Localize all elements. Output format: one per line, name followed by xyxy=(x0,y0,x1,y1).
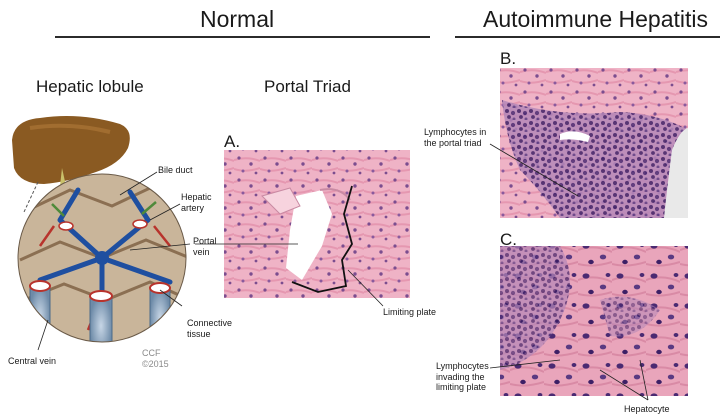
label-central-vein: Central vein xyxy=(8,356,57,366)
label-hepatocyte: Hepatocyte xyxy=(624,404,670,414)
subtitle-portal-triad: Portal Triad xyxy=(264,77,351,96)
panel-a-micrograph xyxy=(224,150,410,298)
hepatic-lobule-illustration xyxy=(17,173,187,343)
panel-label-a: A. xyxy=(224,132,241,151)
panel-label-b: B. xyxy=(500,49,517,68)
panel-label-c: C. xyxy=(500,230,517,249)
panel-c-micrograph xyxy=(500,246,688,396)
leader-lines xyxy=(37,143,649,401)
label-limiting-plate: Limiting plate xyxy=(383,307,437,317)
panel-b-micrograph xyxy=(500,68,688,218)
label-bile-duct: Bile duct xyxy=(158,165,193,175)
section-title-normal: Normal xyxy=(200,6,275,32)
section-rule-autoimmune xyxy=(455,36,720,38)
section-title-autoimmune: Autoimmune Hepatitis xyxy=(483,6,708,32)
section-rule-normal xyxy=(55,36,430,38)
subtitle-hepatic-lobule: Hepatic lobule xyxy=(36,77,144,96)
liver-organ-illustration xyxy=(12,116,130,186)
credit-text: CCF©2015 xyxy=(142,348,169,369)
